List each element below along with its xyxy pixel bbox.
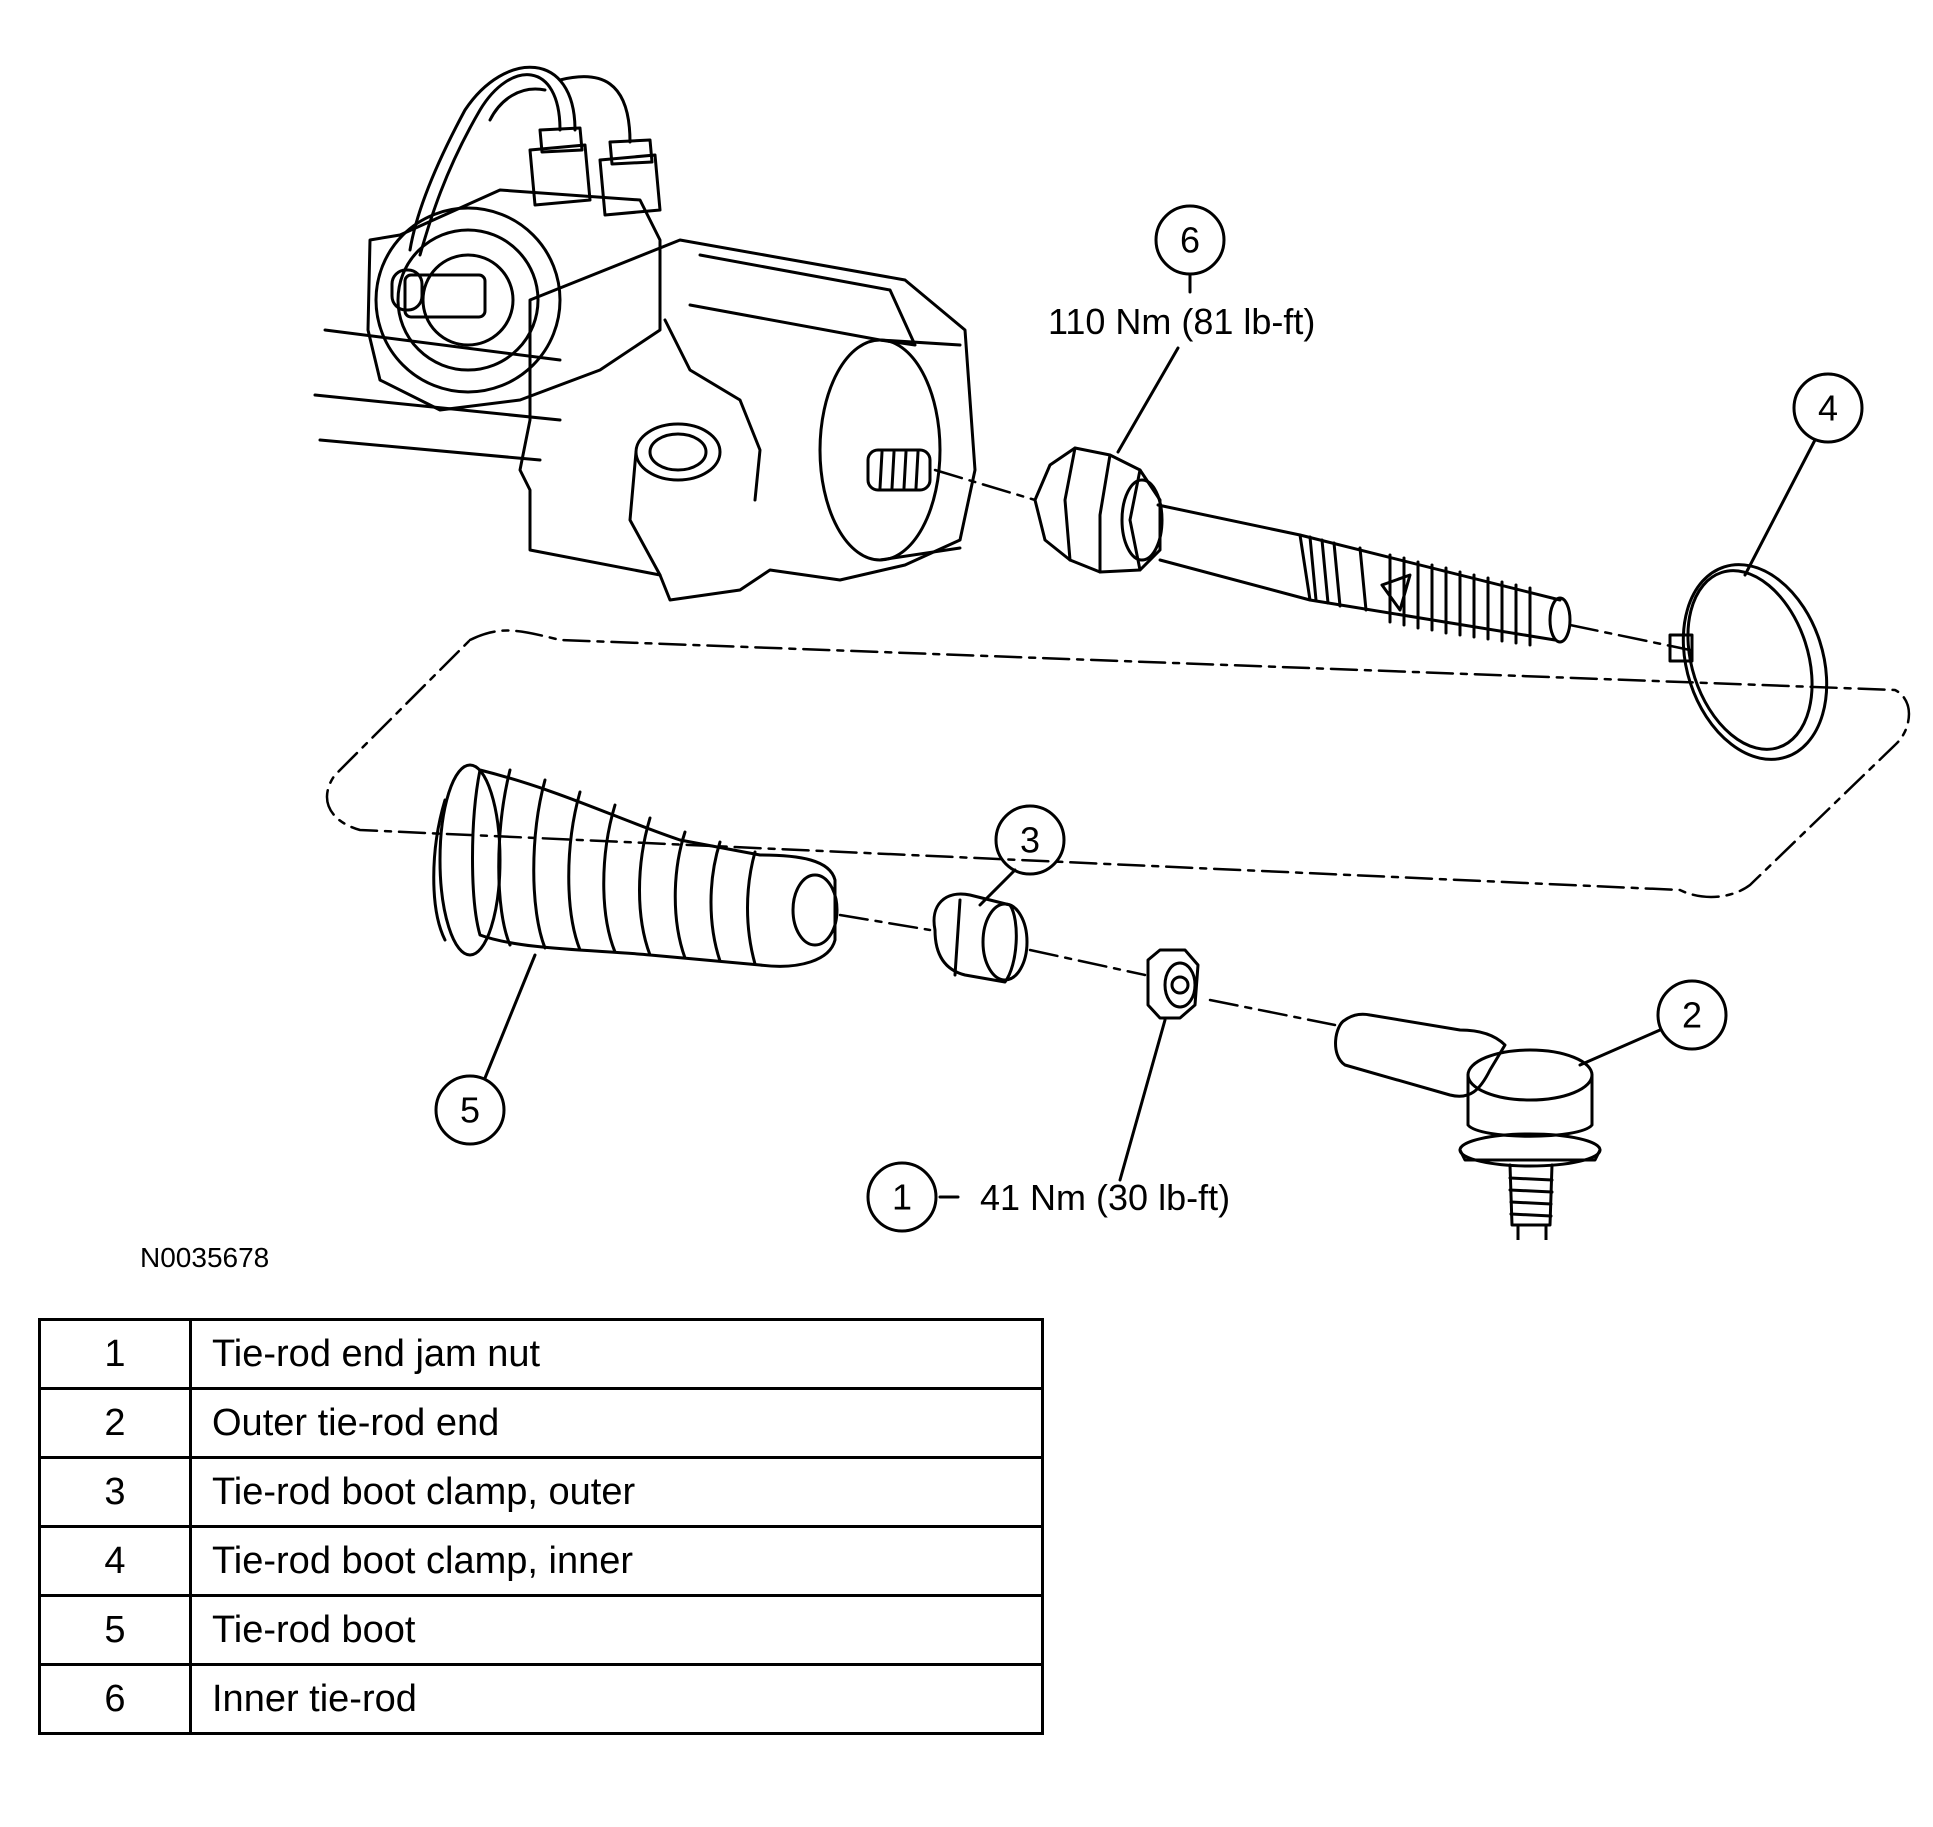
legend-description: Tie-rod boot clamp, inner [189, 1525, 1044, 1597]
assembly-centerline-5 [1208, 998, 1337, 1027]
legend-number: 2 [38, 1387, 192, 1459]
callout-2: 2 [1578, 979, 1728, 1067]
svg-text:5: 5 [460, 1090, 480, 1131]
inner-tie-rod [1033, 446, 1572, 647]
legend-description: Tie-rod boot clamp, outer [189, 1456, 1044, 1528]
callout-6: 6 110 Nm (81 lb-ft) [1048, 204, 1315, 454]
assembly-centerline-1 [933, 468, 1037, 502]
callout-5: 5 [434, 953, 537, 1146]
assembly-centerline-3 [838, 913, 932, 932]
legend-number: 6 [38, 1663, 192, 1735]
legend-number: 4 [38, 1525, 192, 1597]
svg-text:3: 3 [1020, 820, 1040, 861]
callout-1: 1 41 Nm (30 lb-ft) [866, 1018, 1230, 1233]
outer-boot-clamp [932, 892, 1029, 984]
figure-id: N0035678 [140, 1242, 270, 1273]
jam-nut [1146, 948, 1200, 1020]
tie-rod-boot [432, 763, 839, 968]
rack-thread-stub [866, 448, 932, 492]
legend-description: Tie-rod end jam nut [189, 1318, 1044, 1390]
assembly-centerline-4 [1028, 948, 1147, 977]
jam-nut-torque: 41 Nm (30 lb-ft) [980, 1177, 1230, 1218]
assembly-centerline-2 [1568, 623, 1692, 652]
callout-4: 4 [1743, 372, 1864, 577]
legend-description: Outer tie-rod end [189, 1387, 1044, 1459]
legend-number: 5 [38, 1594, 192, 1666]
inner-boot-clamp [1668, 563, 1829, 761]
legend-number: 3 [38, 1456, 192, 1528]
svg-text:2: 2 [1682, 995, 1702, 1036]
pinion-valve-assembly [366, 65, 662, 412]
svg-text:6: 6 [1180, 220, 1200, 261]
boot-coverage-outline [325, 629, 1911, 899]
svg-text:1: 1 [892, 1177, 912, 1218]
callout-3: 3 [978, 804, 1066, 907]
outer-tie-rod-end [1334, 1012, 1602, 1240]
svg-text:4: 4 [1818, 388, 1838, 429]
legend-number: 1 [38, 1318, 192, 1390]
tie-rod-exploded-diagram: 6 110 Nm (81 lb-ft) 4 3 2 5 1 41 Nm (30 … [313, 65, 1911, 1240]
legend-description: Inner tie-rod [189, 1663, 1044, 1735]
steering-gear-housing [313, 238, 977, 602]
legend-description: Tie-rod boot [189, 1594, 1044, 1666]
inner-tie-rod-torque: 110 Nm (81 lb-ft) [1048, 301, 1315, 342]
